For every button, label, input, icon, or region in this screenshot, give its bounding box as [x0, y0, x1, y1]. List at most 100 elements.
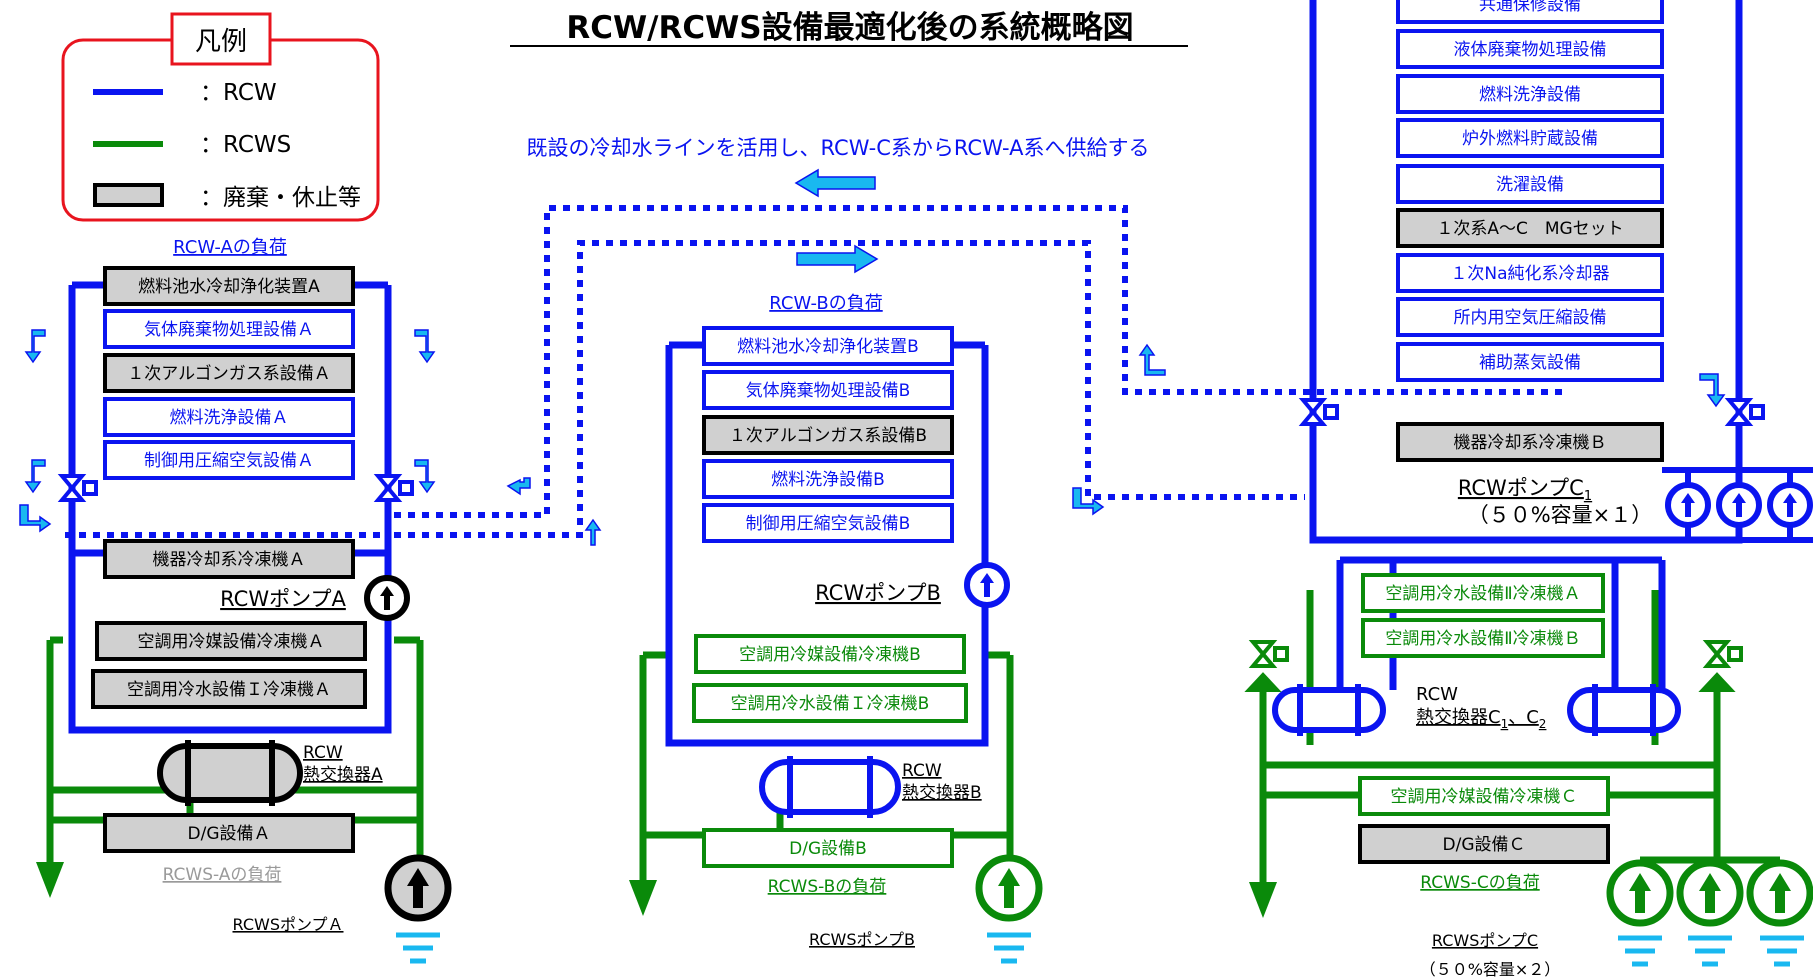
hx-c-label-main: 熱交換器C: [1416, 707, 1501, 728]
rcws-pump-a-label: RCWSポンプＡ: [233, 915, 344, 934]
equipment-box: １次Na純化系冷却器: [1396, 253, 1664, 293]
box-frame: [1396, 74, 1664, 114]
legend-decommissioned-swatch: [93, 183, 164, 207]
right-arrow-icon: [796, 244, 879, 274]
box-label: D/G設備B: [789, 839, 867, 859]
box-label: 空調用冷媒設備冷凍機Ｃ: [1391, 787, 1578, 807]
box-frame: [103, 440, 355, 480]
equipment-box: 空調用冷媒設備冷凍機Ａ: [95, 621, 367, 661]
box-label: 空調用冷水設備Ｉ冷凍機B: [731, 694, 930, 714]
hx-a-label-1: RCW: [303, 743, 343, 763]
valve-icon: [373, 474, 414, 502]
equipment-box: １次アルゴンガス系設備Ａ: [103, 353, 355, 393]
rcws-pump-c-icon: [1746, 859, 1813, 967]
legend-title: 凡例: [195, 27, 247, 57]
box-frame: [702, 415, 954, 455]
box-frame: [1396, 422, 1664, 462]
box-frame: [702, 503, 954, 543]
equipment-box: 機器冷却系冷凍機Ｂ: [1396, 422, 1664, 462]
rcws-outlet-arrow-icon: [1249, 882, 1277, 918]
equipment-box: 液体廃棄物処理設備: [1396, 29, 1664, 69]
valve-icon: [1244, 640, 1289, 692]
box-label: １次系A～C MGセット: [1436, 219, 1623, 239]
box-frame: [1396, 342, 1664, 382]
valve-icon: [1698, 640, 1743, 692]
box-label: 制御用圧縮空気設備B: [746, 514, 911, 534]
rcws-c-load-title: RCWS-Cの負荷: [1420, 873, 1539, 893]
box-frame: [702, 828, 954, 868]
hx-c-label-2: 熱交換器C1、C2: [1416, 707, 1546, 731]
legend-rcw-label: ：RCW: [200, 80, 277, 106]
hx-b-label-1: RCW: [902, 761, 942, 781]
box-label: 機器冷却系冷凍機Ａ: [153, 550, 306, 570]
rcw-c-load-boxes: 共通保修設備 液体廃棄物処理設備 燃料洗浄設備 炉外燃料貯蔵設備 洗濯設備 １次…: [1396, 0, 1664, 462]
box-frame: [103, 266, 355, 306]
equipment-box: 空調用冷水設備Ｉ冷凍機Ａ: [91, 669, 367, 709]
rcws-a-load-boxes: 空調用冷媒設備冷凍機Ａ 空調用冷水設備Ｉ冷凍機Ａ D/G設備Ａ: [91, 621, 367, 853]
rcw-pump-c-icon: [1716, 482, 1762, 528]
box-label: 気体廃棄物処理設備B: [746, 381, 911, 401]
box-label: 液体廃棄物処理設備: [1454, 40, 1607, 60]
rcw-heat-exchanger-b: [759, 756, 901, 818]
rcw-pump-c-icon: [1665, 482, 1711, 528]
equipment-box: 機器冷却系冷凍機Ａ: [103, 539, 355, 579]
rcw-pump-a-label: RCWポンプA: [220, 587, 346, 611]
rcw-pump-c-label-main: RCWポンプC: [1458, 476, 1584, 500]
legend-decommissioned-label: ：廃棄・休止等: [200, 185, 361, 211]
hook-arrow-icon: [1072, 487, 1105, 516]
box-label: 空調用冷水設備Ⅱ冷凍機Ａ: [1385, 584, 1580, 604]
box-label: １次アルゴンガス系設備Ａ: [127, 363, 331, 384]
equipment-box: 燃料洗浄設備: [1396, 74, 1664, 114]
hook-arrow-icon: [1138, 343, 1166, 376]
box-label: 共通保修設備: [1479, 0, 1581, 15]
rcws-b-load-boxes: 空調用冷媒設備冷凍機B 空調用冷水設備Ｉ冷凍機B D/G設備B: [692, 634, 968, 868]
box-label: D/G設備Ｃ: [1443, 835, 1526, 855]
rcw-heat-exchanger-c2: [1567, 684, 1681, 736]
hx-a-label-2: 熱交換器A: [303, 765, 383, 785]
rcws-pump-a-icon: [384, 854, 452, 964]
rcws-b-load-title: RCWS-Bの負荷: [768, 877, 887, 897]
hx-c-label-1: RCW: [1416, 684, 1458, 705]
hook-arrow-icon: [24, 329, 46, 364]
box-label: 燃料洗浄設備B: [771, 470, 885, 490]
equipment-box: 制御用圧縮空気設備Ａ: [103, 440, 355, 480]
rcw-pump-a-icon: [364, 575, 410, 621]
box-frame: [95, 621, 367, 661]
equipment-box: １次系A～C MGセット: [1396, 208, 1664, 248]
box-label: 燃料池水冷却浄化装置A: [138, 277, 320, 297]
box-frame: [1396, 297, 1664, 337]
equipment-box: 空調用冷水設備Ｉ冷凍機B: [692, 683, 968, 723]
box-label: １次Na純化系冷却器: [1450, 264, 1609, 284]
box-frame: [91, 669, 367, 709]
equipment-box: 炉外燃料貯蔵設備: [1396, 118, 1664, 158]
box-frame: [692, 683, 968, 723]
rcw-pump-b-icon: [964, 562, 1010, 608]
box-frame: [1396, 29, 1664, 69]
legend: 凡例 ：RCW ：RCWS ：廃棄・休止等: [61, 12, 380, 222]
rcws-a-load-title: RCWS-Aの負荷: [163, 865, 282, 885]
box-label: 所内用空気圧縮設備: [1454, 308, 1607, 328]
system-b: RCW 熱交換器B RCW-Bの負荷 RCWS-Bの負荷 RCWポンプB RCW…: [629, 293, 1043, 964]
box-label: 空調用冷水設備Ｉ冷凍機Ａ: [127, 680, 331, 700]
box-frame: [1358, 776, 1610, 816]
box-frame: [103, 397, 355, 437]
box-frame: [103, 813, 355, 853]
box-label: 補助蒸気設備: [1479, 353, 1581, 373]
equipment-box: D/G設備Ａ: [103, 813, 355, 853]
box-label: 機器冷却系冷凍機Ｂ: [1454, 433, 1607, 453]
equipment-box: 空調用冷媒設備冷凍機Ｃ: [1358, 776, 1610, 816]
box-label: 制御用圧縮空気設備Ａ: [144, 451, 314, 471]
box-frame: [103, 309, 355, 349]
rcws-pump-b-icon: [975, 854, 1043, 964]
hook-arrow-icon: [506, 477, 531, 496]
equipment-box: 気体廃棄物処理設備B: [702, 370, 954, 410]
hx-c-label-sub1: 1: [1501, 717, 1509, 731]
rcw-b-load-title: RCW-Bの負荷: [769, 293, 882, 314]
box-label: 空調用冷媒設備冷凍機Ａ: [138, 632, 325, 652]
box-frame: [103, 539, 355, 579]
box-label: 空調用冷媒設備冷凍機B: [739, 645, 921, 665]
box-frame: [1396, 118, 1664, 158]
hx-c-label-sub2: 2: [1539, 717, 1547, 731]
rcw-pump-c-capacity: （５０%容量×１）: [1468, 503, 1653, 527]
equipment-box: D/G設備B: [702, 828, 954, 868]
